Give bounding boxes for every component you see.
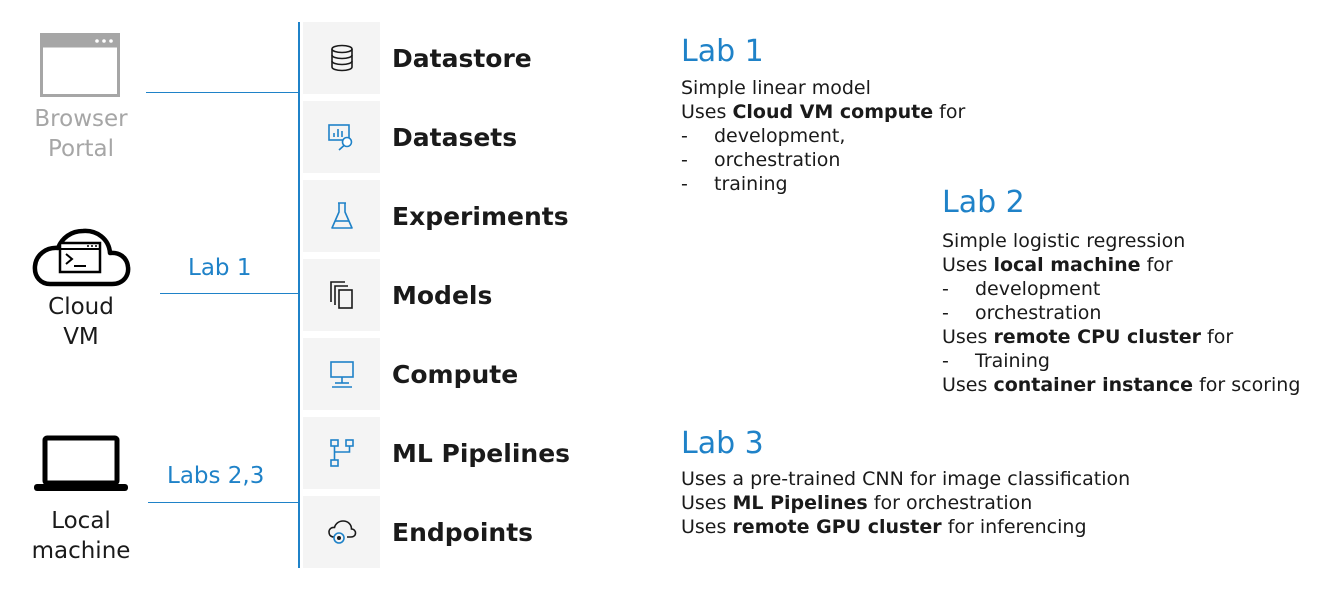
service-tile-compute: Compute <box>303 338 680 410</box>
laptop-icon <box>34 435 128 491</box>
service-label: Endpoints <box>392 517 534 547</box>
stacked-documents-icon <box>329 281 353 309</box>
service-label: Datastore <box>392 43 532 73</box>
cloud-endpoint-icon <box>327 520 356 544</box>
lab2-bullet: -development <box>942 278 1101 300</box>
service-label: Datasets <box>392 122 518 152</box>
local-connector-line <box>148 502 300 503</box>
lab3-line: Uses remote GPU cluster for inferencing <box>681 516 1087 538</box>
cloud-vm-connector-label: Lab 1 <box>188 255 252 281</box>
lab2-line: Uses remote CPU cluster for <box>942 326 1234 348</box>
lab1-bullet: -development, <box>681 125 846 147</box>
browser-connector-line <box>146 92 300 93</box>
service-tile-ml-pipelines: ML Pipelines <box>303 417 680 489</box>
lab2-line: Uses container instance for scoring <box>942 374 1301 396</box>
lab3-title: Lab 3 <box>681 426 764 461</box>
lab3-details: Uses a pre-trained CNN for image classif… <box>681 467 1130 539</box>
lab2-title: Lab 2 <box>942 185 1025 220</box>
dataset-chart-search-icon <box>327 124 352 151</box>
local-machine-label: Local machine <box>31 508 131 564</box>
service-label: Experiments <box>392 201 569 231</box>
lab3-line: Uses ML Pipelines for orchestration <box>681 492 1033 514</box>
lab2-details: Simple logistic regression Uses local ma… <box>942 229 1300 397</box>
lab2-bullet: -orchestration <box>942 302 1102 324</box>
browser-portal-label: Browser Portal <box>34 106 128 162</box>
pipeline-icon <box>329 439 354 467</box>
lab1-details: Simple linear model Uses Cloud VM comput… <box>681 76 965 196</box>
service-label: Compute <box>392 359 519 389</box>
lab1-line: Uses Cloud VM compute for <box>681 101 966 123</box>
browser-window-icon <box>40 33 120 97</box>
cloud-vm-connector-line <box>160 293 300 294</box>
lab1-title: Lab 1 <box>681 34 764 69</box>
lab2-line: Uses local machine for <box>942 254 1173 276</box>
database-icon <box>330 44 353 72</box>
service-tile-datastore: Datastore <box>303 22 680 94</box>
service-label: ML Pipelines <box>392 438 571 468</box>
cloud-terminal-icon <box>32 228 131 287</box>
local-connector-label: Labs 2,3 <box>167 463 265 489</box>
workspace-bus-line <box>298 22 300 568</box>
service-tile-models: Models <box>303 259 680 331</box>
cloud-vm-label: Cloud VM <box>48 294 114 350</box>
service-tile-endpoints: Endpoints <box>303 496 680 568</box>
lab1-line: Simple linear model <box>681 77 871 99</box>
service-label: Models <box>392 280 493 310</box>
lab3-line: Uses a pre-trained CNN for image classif… <box>681 468 1131 490</box>
lab2-line: Simple logistic regression <box>942 230 1186 252</box>
flask-icon <box>330 202 353 229</box>
lab1-bullet: -training <box>681 173 788 195</box>
lab2-bullet: -Training <box>942 350 1050 372</box>
service-tile-datasets: Datasets <box>303 101 680 173</box>
monitor-icon <box>329 361 354 388</box>
lab1-bullet: -orchestration <box>681 149 841 171</box>
service-tile-experiments: Experiments <box>303 180 680 252</box>
